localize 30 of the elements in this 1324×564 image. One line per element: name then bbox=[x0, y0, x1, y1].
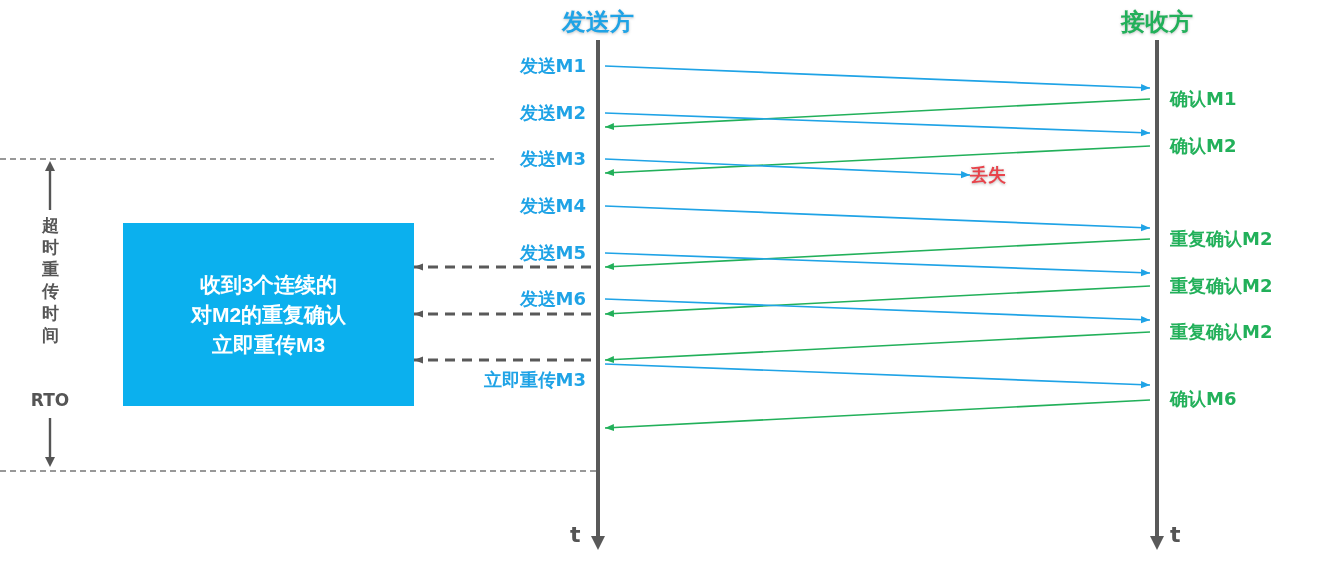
message-label: 发送M6 bbox=[519, 288, 586, 310]
message-arrow bbox=[604, 205, 1151, 232]
timeline-axis bbox=[591, 40, 605, 550]
message-label: 立即重传M3 bbox=[483, 369, 586, 391]
message-arrow bbox=[604, 363, 1151, 389]
lifeline-heading: 接收方 bbox=[1121, 7, 1193, 38]
timeline-axis bbox=[1150, 40, 1164, 550]
message-arrow bbox=[604, 158, 971, 179]
message-arrow bbox=[604, 112, 1151, 137]
time-axis-label: t bbox=[570, 524, 581, 546]
message-arrow bbox=[604, 331, 1151, 364]
message-arrow bbox=[604, 285, 1151, 318]
message-arrow bbox=[604, 145, 1151, 177]
note-panel bbox=[123, 223, 414, 406]
dashed-arrow bbox=[414, 310, 591, 318]
dashed-arrow bbox=[414, 356, 591, 364]
time-axis-label: t bbox=[1170, 524, 1181, 546]
lifeline-heading: 发送方 bbox=[562, 7, 634, 38]
dimension-label: 超时重传时间 bbox=[41, 214, 59, 347]
message-label: 发送M5 bbox=[519, 242, 586, 264]
message-arrow bbox=[604, 252, 1151, 277]
message-arrow bbox=[604, 98, 1151, 131]
message-arrow bbox=[604, 399, 1151, 432]
message-arrow bbox=[604, 298, 1151, 324]
dimension-label: RTO bbox=[30, 390, 70, 410]
message-arrow bbox=[604, 238, 1151, 271]
dashed-arrow bbox=[414, 263, 591, 271]
loss-tag: 丢失 bbox=[970, 162, 1006, 188]
note-text: 收到3个连续的对M2的重复确认立即重传M3 bbox=[190, 271, 347, 358]
message-arrow bbox=[604, 65, 1151, 92]
